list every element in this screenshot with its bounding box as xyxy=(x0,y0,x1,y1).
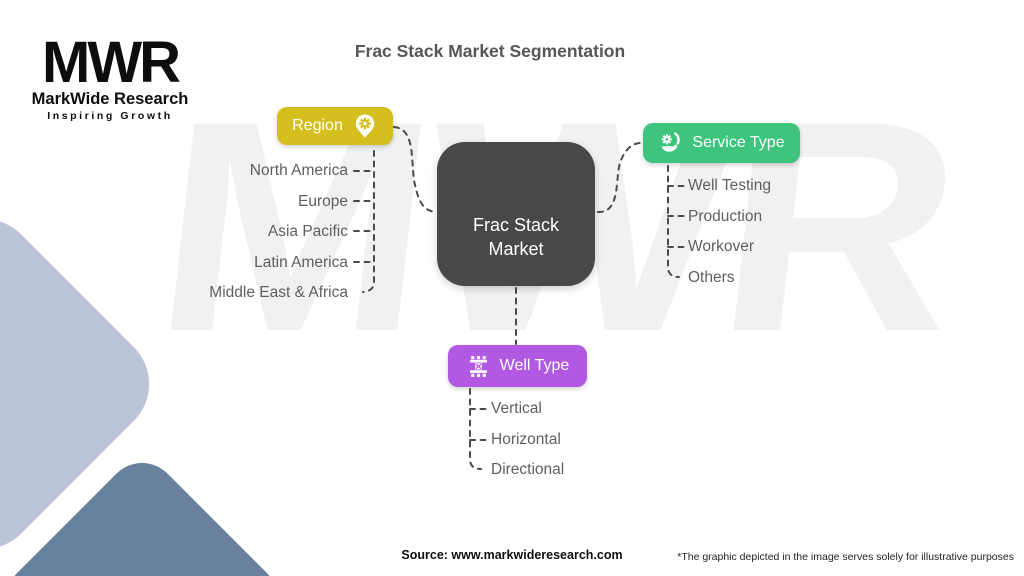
markwide-logo: MWR MarkWide Research Inspiring Growth xyxy=(30,30,190,123)
branch-pill-region: Region xyxy=(277,107,393,145)
segment-item: Well Testing xyxy=(688,177,771,194)
segment-item: Horizontal xyxy=(491,430,561,448)
logo-name: MarkWide Research xyxy=(31,90,189,108)
segment-item: Others xyxy=(688,268,735,286)
logo-tagline: Inspiring Growth xyxy=(47,110,173,122)
segment-item: Directional xyxy=(491,461,565,479)
branch-pill-service-type: Service Type xyxy=(643,123,800,163)
segment-item: Asia Pacific xyxy=(267,223,348,241)
segment-item: North America xyxy=(249,162,348,179)
branch-label-well-type: Well Type xyxy=(499,357,570,374)
segment-item: Latin America xyxy=(254,253,348,271)
branch-label-service-type: Service Type xyxy=(692,134,785,151)
segment-item: Production xyxy=(688,207,763,225)
branch-pill-well-type: Well Type xyxy=(448,345,587,387)
logo-acronym: MWR xyxy=(42,30,181,95)
center-node-frac-stack-market: Frac Stack Market xyxy=(437,142,595,286)
hand-gear-icon xyxy=(658,131,683,156)
segment-item: Middle East & Africa xyxy=(209,284,348,302)
center-node-label: Frac Stack Market xyxy=(472,214,560,259)
disclaimer-text: *The graphic depicted in the image serve… xyxy=(677,551,1014,563)
map-pin-gear-icon xyxy=(352,113,378,139)
page-title: Frac Stack Market Segmentation xyxy=(354,41,626,61)
source-text: Source: www.markwideresearch.com xyxy=(401,548,623,562)
segment-item: Vertical xyxy=(491,400,542,417)
segment-item: Europe xyxy=(298,192,348,210)
branch-label-region: Region xyxy=(292,117,343,134)
frac-stack-icon xyxy=(466,354,491,379)
segment-item: Workover xyxy=(688,238,755,256)
